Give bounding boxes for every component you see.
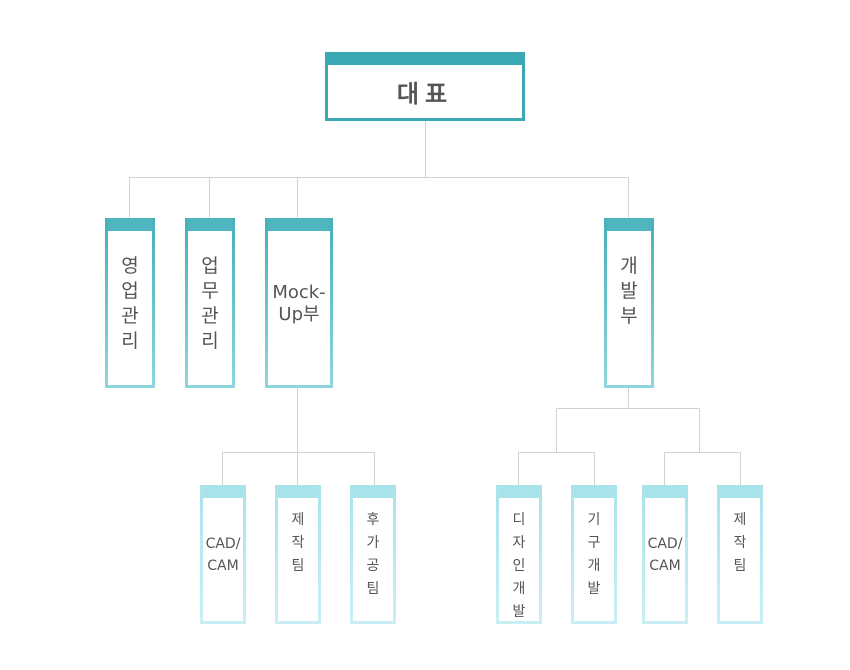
node-mechanical-development: 기 구 개 발 [571,485,617,624]
node-mockup-cadcam: CAD/ CAM [200,485,246,624]
node-business-management-label: 업 무 관 리 [201,255,219,352]
node-header-bar [188,218,232,231]
node-header-bar [278,485,318,498]
node-design-development: 디 자 인 개 발 [496,485,542,624]
node-mechanical-development-label: 기 구 개 발 [587,512,601,597]
node-ceo-label: 대표 [396,80,454,108]
node-header-bar [645,485,685,498]
node-dev-production-team: 제 작 팀 [717,485,763,624]
node-header-bar [108,218,152,231]
node-post-processing-team: 후 가 공 팀 [350,485,396,624]
node-mockup-dept-label: Mock- Up부 [272,282,326,325]
node-header-bar [720,485,760,498]
node-post-processing-team-label: 후 가 공 팀 [366,512,380,597]
node-dev-cadcam: CAD/ CAM [642,485,688,624]
node-ceo: 대표 [325,52,525,121]
node-design-development-label: 디 자 인 개 발 [512,512,526,620]
node-sales-management: 영 업 관 리 [105,218,155,388]
node-development-dept-label: 개 발 부 [620,255,638,327]
node-mockup-production-team-label: 제 작 팀 [291,512,305,574]
node-header-bar [499,485,539,498]
node-ceo-header-bar [328,52,522,65]
node-sales-management-label: 영 업 관 리 [121,255,139,352]
node-dev-cadcam-label: CAD/ CAM [647,536,683,574]
node-mockup-dept: Mock- Up부 [265,218,333,388]
node-header-bar [574,485,614,498]
node-development-dept: 개 발 부 [604,218,654,388]
node-header-bar [203,485,243,498]
node-mockup-production-team: 제 작 팀 [275,485,321,624]
node-header-bar [607,218,651,231]
node-business-management: 업 무 관 리 [185,218,235,388]
node-dev-production-team-label: 제 작 팀 [733,512,747,574]
node-header-bar [268,218,330,231]
node-header-bar [353,485,393,498]
node-mockup-cadcam-label: CAD/ CAM [205,536,241,574]
